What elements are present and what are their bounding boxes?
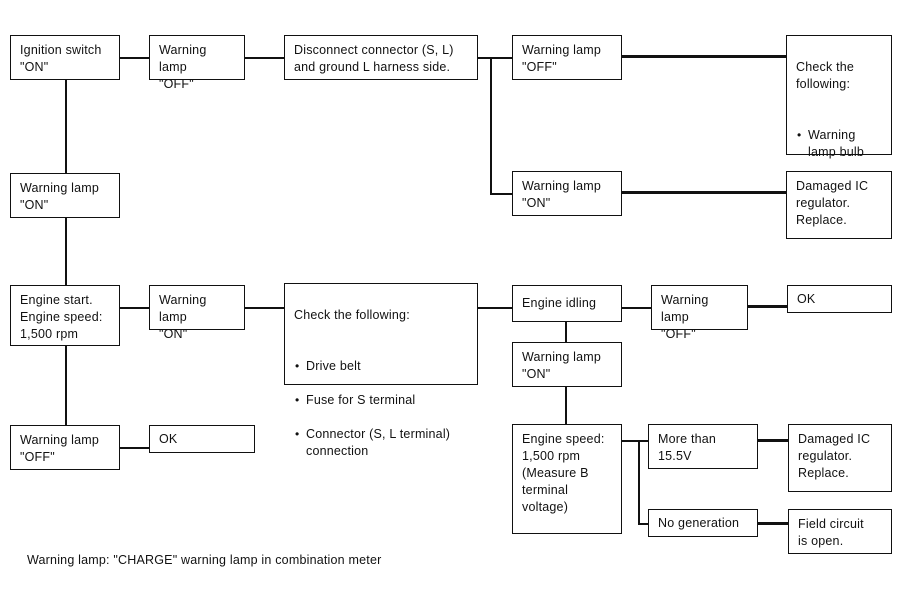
connector-lampon4-to-enginespeed [565,386,567,424]
connector-split-vertical-right [490,57,492,194]
connector-ignition-to-lampon1 [65,80,67,173]
node-warning-lamp-on-1[interactable]: Warning lamp "ON" [10,173,120,218]
node-disconnect-connector[interactable]: Disconnect connector (S, L) and ground L… [284,35,478,80]
list-item: Fuse for S terminal [294,392,469,409]
node-ignition-switch-on[interactable]: Ignition switch "ON" [10,35,120,80]
list-item: Warning lamp bulb [796,127,883,161]
check-following-2-header: Check the following: [294,308,410,322]
list-item: Drive belt [294,358,469,375]
node-ok-left[interactable]: OK [149,425,255,453]
node-engine-idling[interactable]: Engine idling [512,285,622,322]
connector-engineidling-to-lampon4 [565,322,567,342]
connector-ignition-to-lampoff1 [120,57,149,59]
connector-enginestart-to-lampon3 [120,307,149,309]
node-warning-lamp-on-4[interactable]: Warning lamp "ON" [512,342,622,387]
connector-enginestart-to-lampoff4 [65,345,67,425]
node-no-generation[interactable]: No generation [648,509,758,537]
node-damaged-ic-regulator-1[interactable]: Damaged IC regulator. Replace. [786,171,892,239]
connector-lampoff4-to-okleft [120,447,149,449]
connector-morethan-to-damagedic2 [758,439,788,442]
node-engine-start[interactable]: Engine start. Engine speed: 1,500 rpm [10,285,120,346]
connector-lampoff2-to-check1 [622,55,786,58]
diagram-caption: Warning lamp: "CHARGE" warning lamp in c… [27,553,382,567]
connector-engineidling-to-lampoff3 [622,307,651,309]
connector-nogeneration-to-fieldcircuit [758,522,788,525]
node-warning-lamp-on-2[interactable]: Warning lamp "ON" [512,171,622,216]
node-engine-speed-measure[interactable]: Engine speed: 1,500 rpm (Measure B termi… [512,424,622,534]
node-warning-lamp-off-1[interactable]: Warning lamp "OFF" [149,35,245,91]
connector-lampon2-to-damagedic1 [622,191,786,194]
node-more-than-voltage[interactable]: More than 15.5V [648,424,758,469]
connector-disconnect-to-split [478,57,492,59]
connector-branch-to-nogeneration [638,523,648,525]
connector-split-to-lampoff2 [490,57,512,59]
connector-branch-vertical [638,440,640,524]
node-warning-lamp-off-2[interactable]: Warning lamp "OFF" [512,35,622,80]
connector-enginespeed-to-branch [622,440,640,442]
list-item: Connector (S, L terminal) connection [294,426,469,460]
node-warning-lamp-off-3[interactable]: Warning lamp "OFF" [651,285,748,341]
connector-split-to-lampon2 [490,193,512,195]
connector-lampon3-to-check2 [245,307,284,309]
node-warning-lamp-off-4[interactable]: Warning lamp "OFF" [10,425,120,470]
connector-lampoff3-to-ok [748,305,787,308]
node-damaged-ic-regulator-2[interactable]: Damaged IC regulator. Replace. [788,424,892,492]
check-following-2-list: Drive belt Fuse for S terminal Connector… [294,341,469,477]
node-ok-right[interactable]: OK [787,285,892,313]
connector-branch-to-morethan [638,440,648,442]
check-following-1-header: Check the following: [796,60,855,91]
connector-lampoff1-to-disconnect [245,57,284,59]
connector-lampon1-to-enginestart [65,217,67,285]
node-check-following-2[interactable]: Check the following: Drive belt Fuse for… [284,283,478,458]
node-warning-lamp-on-3[interactable]: Warning lamp "ON" [149,285,245,341]
connector-check2-to-engineidling [478,307,512,309]
node-check-following-1[interactable]: Check the following: Warning lamp bulb F… [786,35,892,227]
node-field-circuit-open[interactable]: Field circuit is open. [788,509,892,554]
